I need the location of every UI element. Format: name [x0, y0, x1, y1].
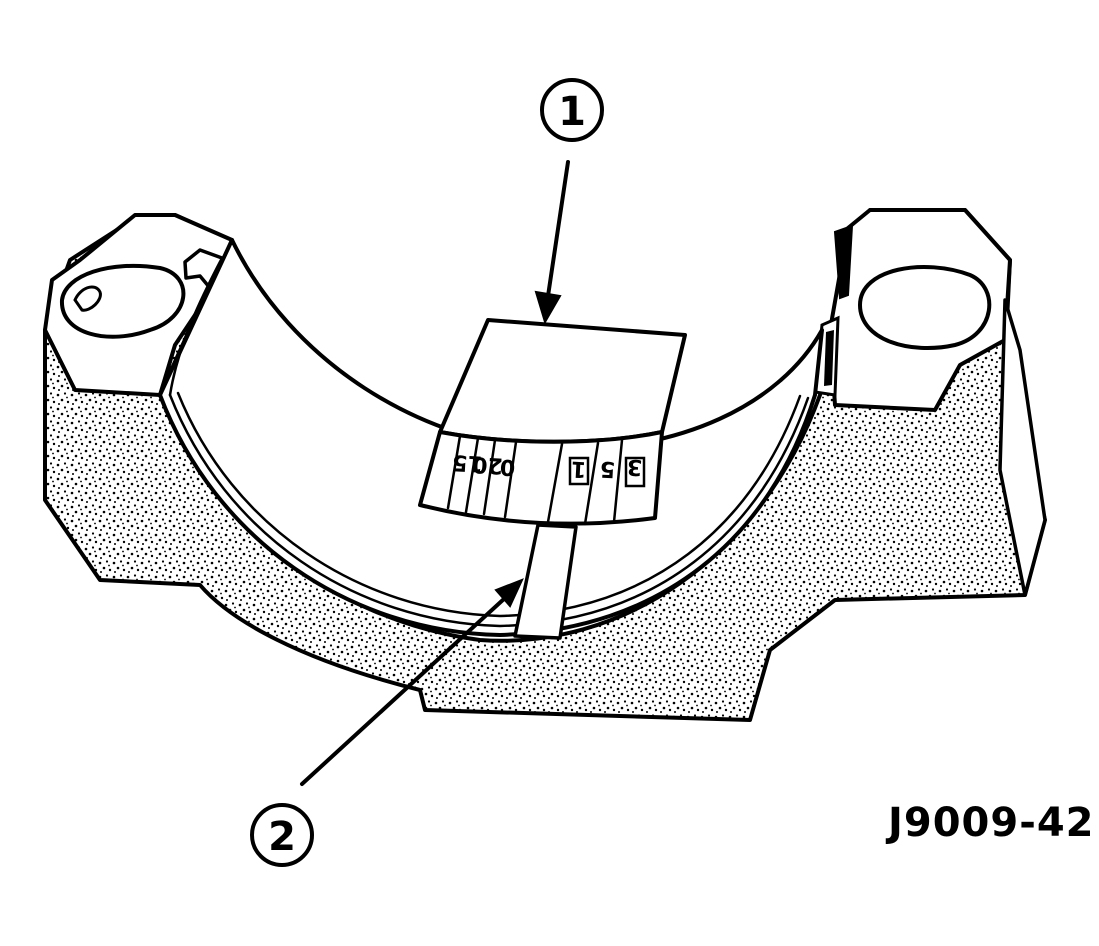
callout-2-number: 2: [268, 814, 296, 860]
scale-label-3: 3: [626, 454, 643, 480]
figure-code: J9009-42: [888, 800, 1095, 846]
right-pad-side-face: [998, 298, 1047, 597]
bearing-shell-surface: [158, 238, 824, 637]
bearing-shell: [158, 238, 824, 637]
callout-1-circle: [540, 78, 604, 142]
callout-2: 2: [250, 578, 524, 867]
callout-2-leader: [300, 596, 507, 786]
flattened-strip: [513, 523, 578, 640]
callout-2-arrowhead: [494, 578, 524, 608]
scale-label-20: 20: [472, 451, 504, 478]
callout-1: 1: [534, 78, 604, 325]
callout-2-circle: [250, 803, 314, 867]
scale-label-5: 5: [599, 456, 616, 482]
right-bolt-hole: [857, 264, 992, 350]
scale-label-0: 0: [499, 454, 516, 480]
plastigage-scale-card: 15 20 0 1 5 3: [418, 318, 687, 526]
bearing-cap: [43, 208, 1047, 722]
plastigage-strip: [513, 523, 578, 640]
callout-1-number: 1: [558, 89, 586, 135]
left-bolt-hole: [59, 263, 186, 339]
scale-label-15: 15: [452, 449, 484, 476]
scale-card: [438, 318, 687, 444]
scale-card-band: [418, 430, 664, 526]
scale-label-1: 1: [570, 456, 587, 482]
right-tang: [833, 224, 854, 300]
callout-1-arrowhead: [534, 290, 562, 325]
callout-1-leader: [546, 160, 570, 298]
